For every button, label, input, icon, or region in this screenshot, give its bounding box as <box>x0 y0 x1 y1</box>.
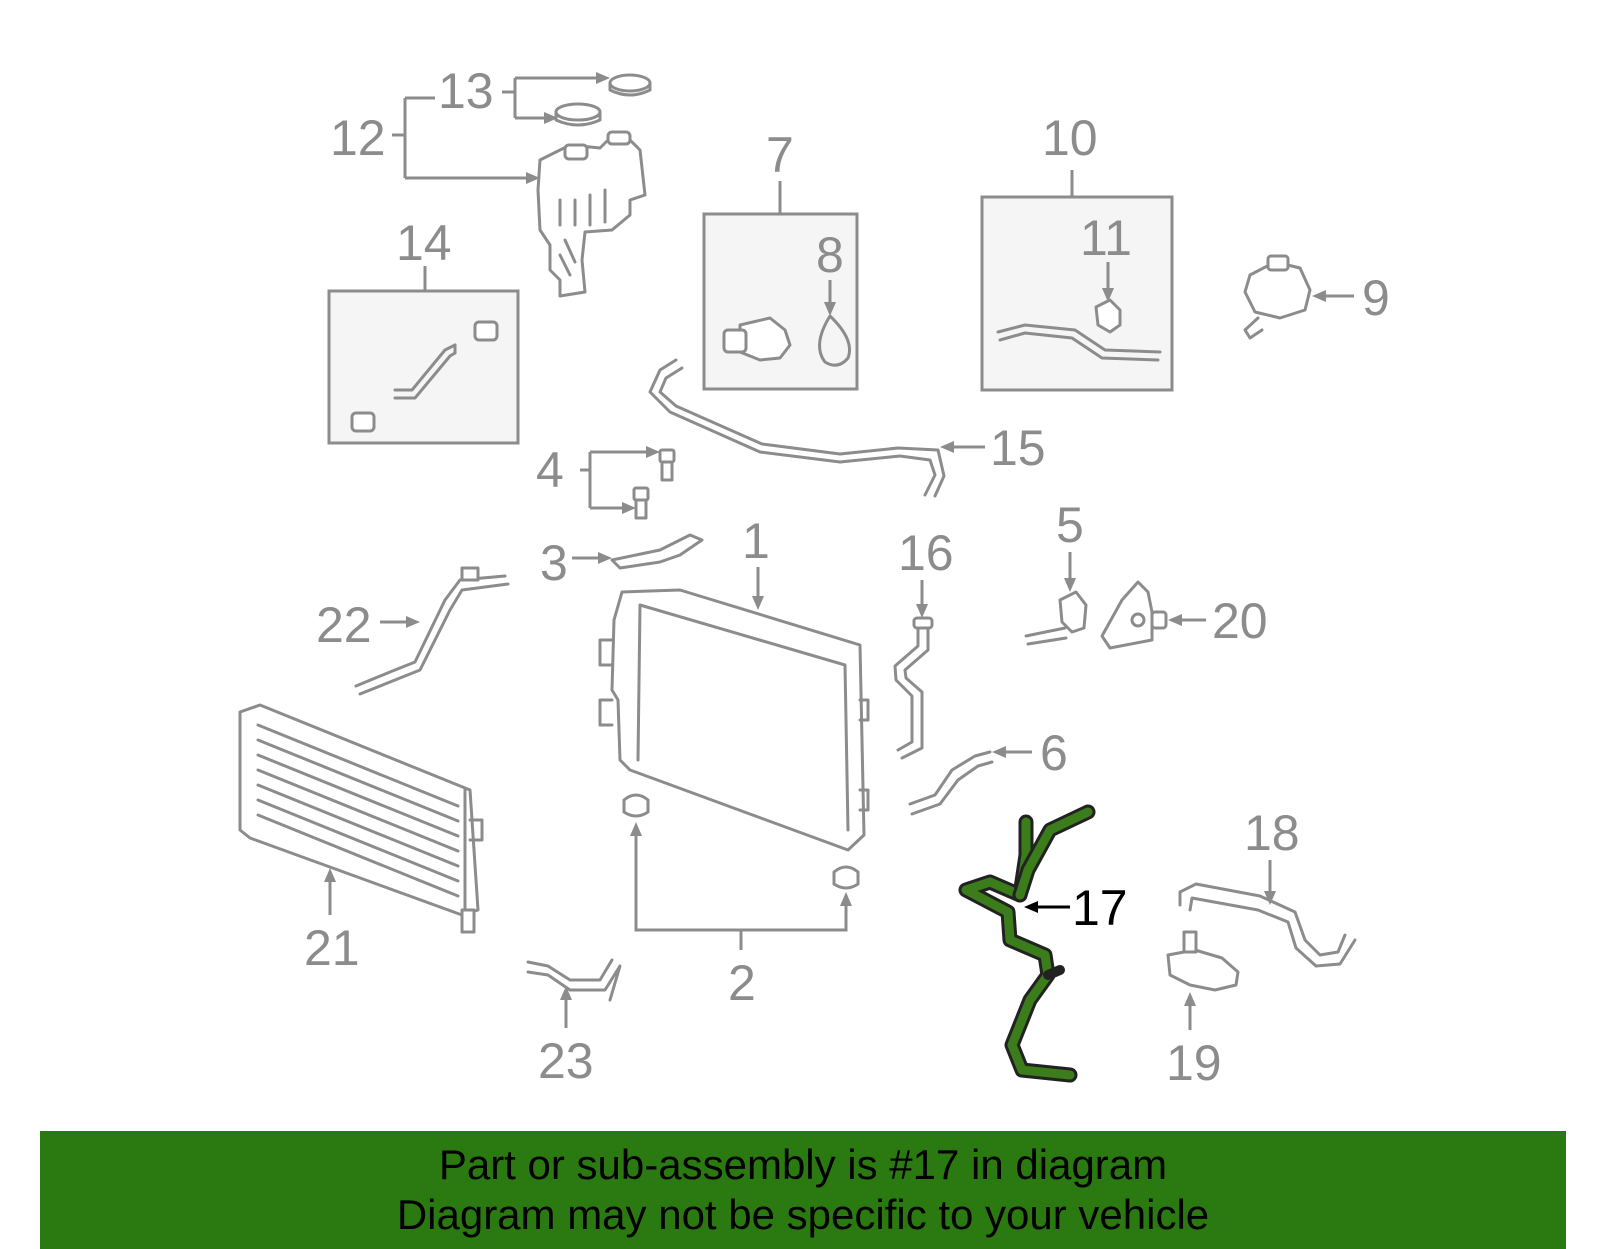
callout-5: 5 <box>1056 497 1084 553</box>
callout-12: 12 <box>330 110 386 166</box>
part-6-hose[interactable] <box>908 750 994 816</box>
callout-21: 21 <box>304 920 360 976</box>
banner-line-disclaimer: Diagram may not be specific to your vehi… <box>396 1191 1210 1238</box>
part-16-hose[interactable] <box>893 616 934 760</box>
part-18-hose[interactable] <box>1178 882 1357 968</box>
callout-6: 6 <box>1040 725 1068 781</box>
part-22-hose[interactable] <box>354 566 510 696</box>
part-3-bracket[interactable] <box>610 533 704 570</box>
part-4-bolts[interactable] <box>632 448 676 520</box>
part-12-reservoir[interactable] <box>536 130 647 298</box>
part-21-radiator[interactable] <box>238 703 484 934</box>
callout-2: 2 <box>728 955 756 1011</box>
callout-13: 13 <box>438 63 494 119</box>
part-15-hose[interactable] <box>648 358 946 498</box>
callout-19: 19 <box>1166 1035 1222 1091</box>
part-11-bracket[interactable] <box>1094 298 1122 334</box>
part-17-pipe-highlighted[interactable] <box>958 804 1096 1083</box>
leader-12 <box>392 96 530 180</box>
callout-3: 3 <box>540 535 568 591</box>
part-9-outlet[interactable] <box>1243 254 1312 340</box>
callout-4: 4 <box>536 442 564 498</box>
part-13-caps[interactable] <box>554 73 652 127</box>
part-14-hose-kit[interactable] <box>327 289 520 445</box>
callout-15: 15 <box>990 420 1046 476</box>
banner-line-part: Part or sub-assembly is #17 in diagram <box>438 1141 1168 1188</box>
callout-23: 23 <box>538 1033 594 1089</box>
leader-4 <box>580 450 652 510</box>
callout-18: 18 <box>1244 805 1300 861</box>
leader-13 <box>502 76 598 120</box>
callout-17: 17 <box>1072 880 1128 936</box>
info-banner: Part or sub-assembly is #17 in diagram D… <box>40 1131 1566 1249</box>
callout-22: 22 <box>316 597 372 653</box>
callout-20: 20 <box>1212 593 1268 649</box>
callout-10: 10 <box>1042 110 1098 166</box>
callout-8: 8 <box>816 227 844 283</box>
part-20-valve[interactable] <box>1100 580 1168 650</box>
part-1-radiator[interactable] <box>598 588 870 852</box>
part-23-hose[interactable] <box>526 958 622 1002</box>
callout-11: 11 <box>1080 210 1132 266</box>
leader-2 <box>634 832 848 950</box>
callout-1: 1 <box>742 513 770 569</box>
callout-7: 7 <box>766 127 794 183</box>
part-19-valve[interactable] <box>1166 930 1240 992</box>
callout-14: 14 <box>396 215 452 271</box>
part-2-insulators[interactable] <box>622 793 860 890</box>
part-10-pipe-kit[interactable] <box>980 195 1174 392</box>
callout-9: 9 <box>1362 270 1390 326</box>
part-8-seal[interactable] <box>818 314 851 367</box>
part-5-fitting[interactable] <box>1024 590 1088 646</box>
callout-16: 16 <box>898 525 954 581</box>
